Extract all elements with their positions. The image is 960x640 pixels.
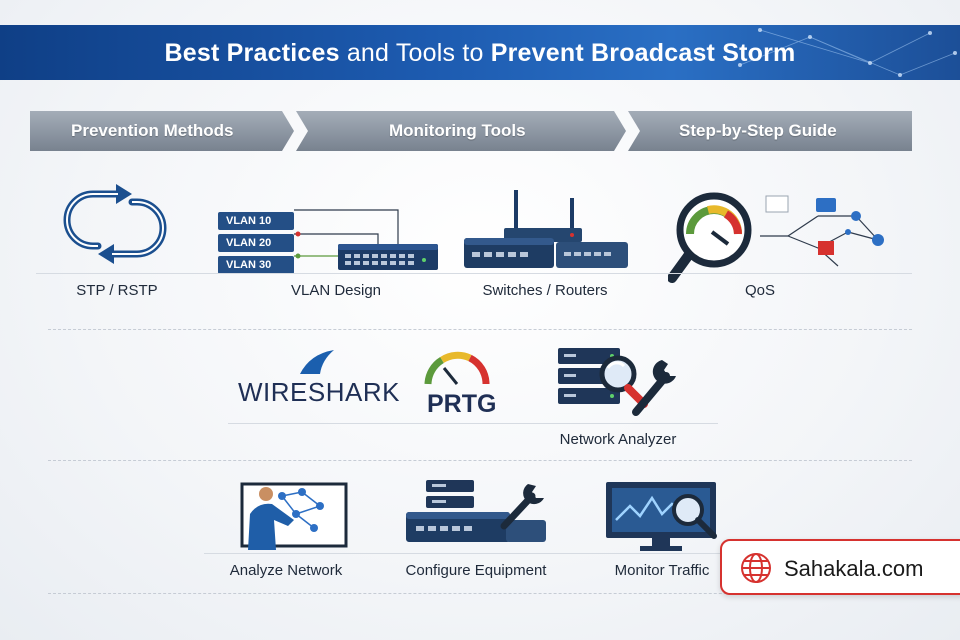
step-arrow-2: [296, 111, 626, 151]
qos-label: QoS: [744, 282, 775, 299]
vlan-20-tag: VLAN 20: [218, 234, 294, 252]
vlan-30-tag: VLAN 30: [218, 256, 294, 274]
row1-divider: [48, 329, 912, 330]
step-guide: Step-by-Step Guide: [679, 121, 837, 140]
vlan-30-text: VLAN 30: [226, 259, 272, 271]
step-arrow-3: [628, 111, 912, 151]
network-analyzer-label: Network Analyzer: [559, 431, 677, 448]
step-prevention-methods: Prevention Methods: [71, 121, 234, 140]
stp-rstp-label: STP / RSTP: [76, 282, 158, 299]
prtg-gauge-icon: [424, 351, 490, 385]
prtg-wordmark: PRTG: [427, 390, 497, 418]
step-arrow-1: [30, 111, 294, 151]
globe-icon: [741, 553, 771, 583]
wireshark-logo-icon: [300, 350, 334, 374]
title-emphasis-2: Prevent Broadcast Storm: [490, 39, 796, 67]
gauge-magnifier-icon: [668, 192, 884, 283]
site-watermark: Sahakala.com: [720, 539, 960, 595]
analyst-screen-icon: [240, 482, 348, 550]
step-bar: Prevention Methods Monitoring Tools Step…: [30, 111, 912, 151]
network-analyzer-icon: [558, 348, 676, 416]
network-decoration-icon: [738, 28, 957, 77]
vlan-10-text: VLAN 10: [226, 215, 272, 227]
title-banner: Best Practices and Tools to Prevent Broa…: [0, 25, 960, 80]
row2-divider: [48, 460, 912, 461]
vlan-10-tag: VLAN 10: [218, 212, 294, 230]
row3-baseline: [204, 553, 720, 554]
row1-baseline: [36, 273, 912, 274]
monitor-traffic-label: Monitor Traffic: [614, 562, 710, 579]
prtg-logo: PRTG: [427, 390, 496, 419]
row2-baseline: [228, 423, 718, 424]
analyze-network-label: Analyze Network: [229, 562, 343, 579]
vlan-design-label: VLAN Design: [290, 282, 382, 299]
router-switch-icon: [464, 190, 628, 268]
step-monitoring-tools: Monitoring Tools: [389, 121, 526, 140]
wireshark-logo: WIRESHARK: [238, 377, 400, 408]
vlan-20-text: VLAN 20: [226, 237, 272, 249]
step-bar-arrows: [30, 111, 912, 151]
configure-equipment-label: Configure Equipment: [405, 562, 547, 579]
title-connector: and Tools to: [339, 39, 491, 67]
page-title: Best Practices and Tools to Prevent Broa…: [0, 39, 960, 68]
monitor-traffic-icon: [606, 482, 717, 551]
switches-routers-label: Switches / Routers: [482, 282, 608, 299]
vlan-switch-icon: VLAN 10 VLAN 20 VLAN 30: [218, 190, 440, 278]
row3-divider: [48, 593, 912, 594]
loop-arrows-icon: [63, 184, 167, 264]
wireshark-wordmark: WIRESHARK: [238, 377, 400, 407]
watermark-text: Sahakala.com: [784, 556, 924, 581]
configure-equipment-icon: [406, 480, 546, 542]
title-emphasis-1: Best Practices: [164, 39, 340, 67]
